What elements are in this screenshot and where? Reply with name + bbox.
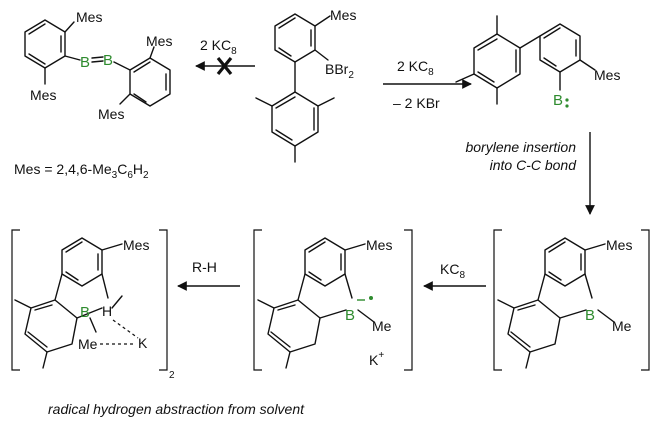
reagent-kc8-blocked: 2 KC8 <box>200 37 237 57</box>
diborene-mes-bottom-right-label: Mes <box>98 106 124 122</box>
borafluorene-boron: B <box>585 307 595 324</box>
dibromoborane-structure <box>255 13 335 163</box>
diborene-structure <box>24 19 171 107</box>
diborene-mes-top-label: Mes <box>76 9 102 25</box>
diborene-boron-2: B <box>103 52 113 69</box>
diborene-mes-right-label: Mes <box>146 33 172 49</box>
reagent-kc8-second: KC8 <box>440 261 465 281</box>
borylene-mes-label: Mes <box>594 67 620 83</box>
borylene-structure <box>455 15 596 105</box>
borylene-lone-pair-dot <box>565 98 569 102</box>
dimer-boron: B <box>80 304 90 321</box>
mes-definition: Mes = 2,4,6-Me3C6H2 <box>14 161 149 181</box>
insertion-annotation-line1: borylene insertion <box>465 139 576 155</box>
abstraction-annotation: radical hydrogen abstraction from solven… <box>48 401 305 417</box>
blocked-reaction-arrow <box>195 56 255 76</box>
reagent-kc8-forward: 2 KC8 <box>397 58 434 78</box>
dimer-mes-label: Mes <box>123 237 149 253</box>
potassium-cation-label: K+ <box>369 350 384 368</box>
dimer-potassium-label: K <box>138 335 148 351</box>
borohydride-dimer-structure <box>11 229 168 371</box>
sm-bbr2-label: BBr2 <box>325 61 354 81</box>
byproduct-kbr: – 2 KBr <box>393 95 440 111</box>
borylene-lone-pair-dot <box>565 104 569 108</box>
radical-anion-radical-dot <box>369 296 373 300</box>
radical-anion-structure <box>253 229 413 371</box>
diborene-boron-1: B <box>80 54 90 71</box>
borafluorene-neutral-structure <box>493 229 650 371</box>
reagent-rh: R-H <box>192 259 217 275</box>
borafluorene-me-label: Me <box>612 318 632 334</box>
borylene-boron: B <box>553 92 563 109</box>
dimer-me-label: Me <box>78 336 98 352</box>
dimer-h-k-contact <box>112 319 139 339</box>
radical-anion-mes-label: Mes <box>366 237 392 253</box>
sm-mes-label: Mes <box>330 7 356 23</box>
borafluorene-mes-label: Mes <box>606 237 632 253</box>
radical-anion-me-label: Me <box>372 318 392 334</box>
dimer-subscript: 2 <box>169 370 175 381</box>
radical-anion-boron: B <box>345 307 355 324</box>
dimer-hydride-label: H <box>102 303 112 319</box>
insertion-annotation-line2: into C-C bond <box>490 157 578 173</box>
diborene-mes-bottom-left-label: Mes <box>30 87 56 103</box>
